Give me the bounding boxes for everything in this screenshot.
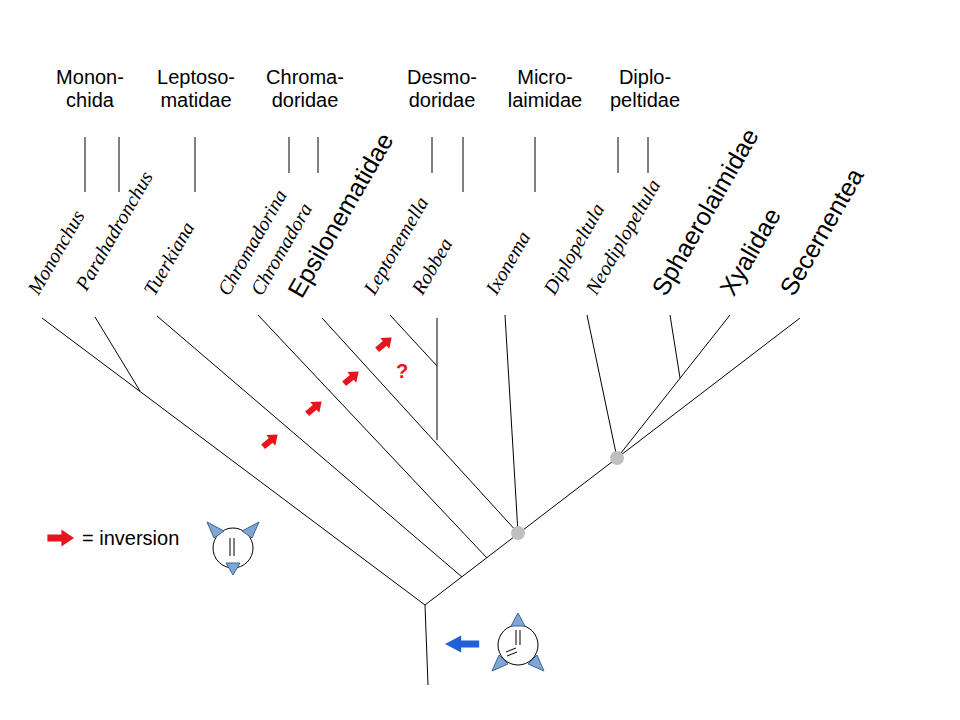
icon-mark	[507, 652, 517, 656]
icon-circle	[498, 625, 538, 665]
tree-branches	[42, 315, 800, 685]
inversion-arrow	[259, 429, 283, 452]
icon-triangle	[511, 613, 525, 626]
inversion-arrow	[303, 396, 327, 419]
legend-text: = inversion	[82, 526, 179, 550]
icon-triangle	[207, 522, 224, 538]
icon-mark	[234, 538, 235, 556]
branch-line	[322, 318, 518, 533]
taxon-name: Tuerkiana	[139, 218, 199, 299]
leader-line	[85, 137, 86, 192]
branch-line	[42, 318, 425, 605]
icon-triangle	[226, 563, 240, 575]
leader-line	[195, 137, 196, 192]
leader-line	[289, 137, 290, 173]
inversion-arrow	[373, 332, 397, 355]
icon-triangle	[528, 655, 544, 671]
group-name: Leptoso- matidae	[150, 66, 242, 112]
branch-line	[505, 315, 518, 533]
branch-line	[390, 315, 437, 366]
uncertainty-mark: ?	[396, 360, 408, 382]
branch-line	[437, 318, 438, 440]
leader-line	[463, 137, 464, 192]
icon-triangle	[492, 655, 508, 671]
inversion-arrow	[340, 366, 364, 389]
ancestral-arrow	[445, 636, 479, 653]
icon-mark	[506, 648, 516, 652]
branch-line	[157, 316, 462, 577]
taxon-name: Ixonema	[481, 227, 534, 298]
leader-line	[432, 137, 433, 173]
branch-line	[617, 315, 730, 458]
legend-arrow-sample	[47, 530, 74, 547]
branch-line	[670, 315, 680, 378]
leader-line	[618, 137, 619, 173]
leader-line	[535, 137, 536, 192]
taxon-name: Secernentea	[774, 163, 869, 300]
icon-mark	[230, 538, 231, 556]
branch-line	[258, 315, 487, 558]
group-name: Chroma- doridae	[259, 66, 351, 112]
leader-line	[318, 137, 319, 173]
icon-mark	[520, 630, 521, 645]
branch-line	[587, 315, 617, 458]
leader-line	[119, 137, 120, 192]
icon-triangle	[242, 522, 259, 538]
inversion-arrows	[47, 332, 396, 546]
group-name: Diplo- peltidae	[599, 66, 691, 112]
node-dot	[511, 526, 525, 540]
taxon-name: Parahadronchus	[71, 167, 157, 294]
inverted-chromosome-icon	[207, 522, 259, 575]
root-branch	[425, 605, 428, 685]
node-dot	[610, 451, 624, 465]
leader-line	[648, 137, 649, 173]
taxon-name: Robbea	[407, 234, 457, 298]
branch-line	[425, 318, 800, 605]
branch-line	[95, 317, 140, 391]
group-name: Monon- chida	[44, 66, 136, 112]
icon-mark	[516, 630, 517, 645]
ancestral-chromosome-icon	[492, 613, 544, 671]
group-name: Micro- laimidae	[499, 66, 591, 112]
group-name: Desmo- doridae	[396, 66, 488, 112]
